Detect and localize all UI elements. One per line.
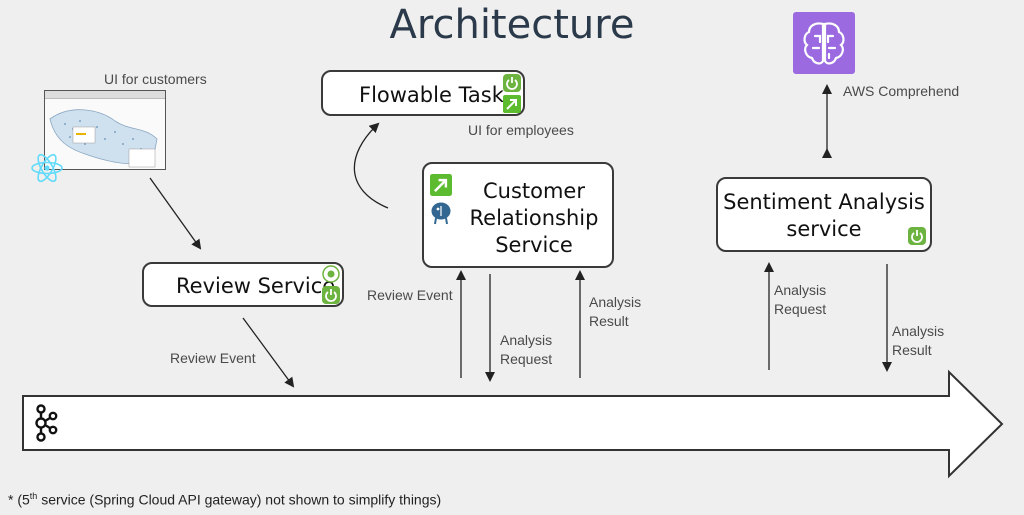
sentiment-analysis-box: Sentiment Analysis service (716, 177, 932, 252)
aws-comprehend-logo (793, 12, 855, 74)
brain-icon (803, 22, 845, 65)
customer-relationship-service-box: Customer Relationship Service (422, 162, 614, 268)
footnote-prefix: * (5 (8, 491, 30, 508)
spring-icon (908, 227, 926, 245)
kafka-event-bus-arrow (22, 369, 1004, 479)
page-title: Architecture (389, 2, 635, 48)
crm-title-line-1: Customer (482, 179, 585, 203)
spring-icon (503, 74, 521, 92)
ui-customers-label: UI for customers (104, 71, 207, 87)
kafka-icon (35, 404, 58, 442)
ui-employees-label: UI for employees (468, 122, 574, 138)
footnote: * (5th service (Spring Cloud API gateway… (8, 491, 441, 508)
flowable-icon (503, 95, 521, 113)
arrow-ui-to-review (149, 177, 202, 250)
analysis-request-label: Analysis Request (774, 282, 827, 317)
react-icon (31, 153, 63, 183)
sentiment-title-line-1: Sentiment Analysis (723, 190, 925, 214)
review-event-label: Review Event (170, 350, 256, 366)
aws-comprehend-label: AWS Comprehend (843, 83, 960, 99)
customer-ui-screenshot (44, 90, 166, 170)
flowable-task-label: Flowable Task (359, 83, 504, 107)
sentiment-title: Sentiment Analysis service (718, 189, 930, 243)
footnote-superscript: th (29, 491, 38, 501)
analysis-result-label: Analysis Result (892, 323, 945, 358)
flowable-icon (430, 174, 452, 196)
arrow-crm-to-flowable (353, 122, 389, 209)
crm-title-line-3: Service (495, 233, 573, 257)
target-icon (322, 265, 340, 283)
analysis-request-label: Analysis Request (500, 332, 553, 367)
arrow-review-to-bus (242, 317, 295, 388)
flowable-task-box: Flowable Task (321, 70, 525, 116)
footnote-text: service (Spring Cloud API gateway) not s… (37, 491, 442, 508)
review-service-box: Review Service (142, 262, 344, 307)
crm-title-line-2: Relationship (469, 206, 599, 230)
analysis-result-label: Analysis Result (589, 294, 642, 329)
crm-title: Customer Relationship Service (454, 178, 614, 259)
sentiment-title-line-2: service (786, 217, 862, 241)
review-event-label: Review Event (367, 287, 453, 303)
spring-icon (322, 286, 340, 304)
review-service-label: Review Service (176, 274, 336, 298)
postgres-icon (430, 201, 452, 225)
